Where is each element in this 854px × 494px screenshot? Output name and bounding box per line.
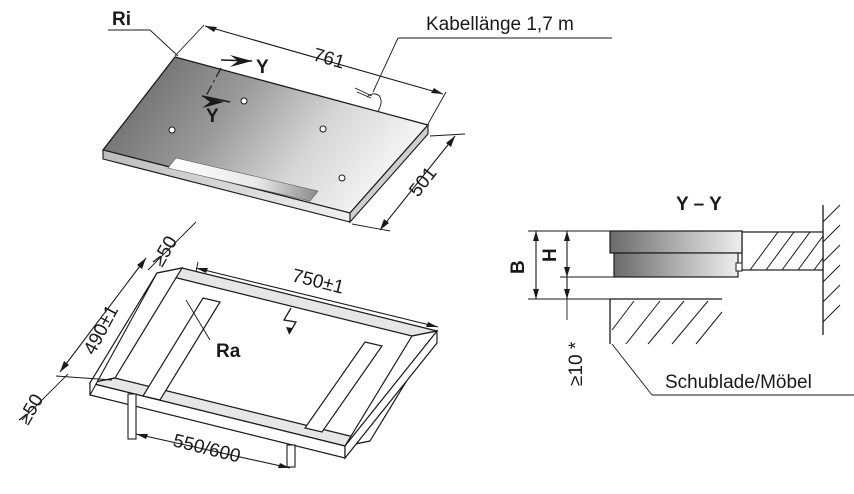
cooktop-right-edge — [349, 123, 429, 224]
dim-cabinet-width: 550/600 — [171, 430, 243, 467]
dim-clearance-front: ≥50 — [14, 391, 48, 429]
label-ra: Ra — [216, 341, 241, 362]
cabinet-leg-left — [127, 393, 137, 440]
drawer-furniture-label: Schublade/Möbel — [665, 372, 812, 393]
cabinet-leg-right — [286, 444, 296, 468]
section-title: Y – Y — [676, 194, 722, 215]
dim-height-b: B — [508, 260, 529, 274]
zone-marker-icon — [338, 174, 346, 182]
ra-leader — [185, 299, 211, 341]
dim-height-h: H — [540, 248, 561, 262]
dim-gap-below: ≥10 * — [566, 341, 587, 386]
cooktop-body-section — [613, 252, 739, 278]
ri-leader — [149, 29, 179, 57]
zone-marker-icon — [168, 126, 176, 134]
zone-marker-icon — [240, 97, 248, 105]
inner-panel-right — [304, 341, 383, 433]
section-marker-bottom: Y — [206, 106, 219, 127]
section-line — [205, 67, 222, 97]
cable-exit — [354, 87, 373, 99]
label-ri: Ri — [112, 9, 131, 30]
dim-depth: 501 — [405, 163, 441, 201]
section-marker-top: Y — [256, 57, 269, 78]
cable-icon — [366, 93, 382, 113]
inner-panel-left — [142, 297, 221, 401]
dim-line-cutout-width — [195, 267, 439, 328]
section-arrow-icon — [202, 96, 224, 108]
dim-line-depth — [379, 135, 456, 231]
frame-right-thickness — [344, 329, 438, 460]
dim-line-cutout-depth — [59, 257, 147, 373]
dim-line-cabinet — [135, 433, 291, 469]
drawer-leader — [611, 343, 653, 396]
cable-leader — [372, 37, 399, 93]
cutout-frame-drawing: ≥50 750±1 490±1 ≥50 Ra 550/600 — [14, 221, 439, 469]
thickness-arrow-icon — [282, 307, 298, 335]
dim-line-width — [204, 25, 444, 95]
dim-width: 761 — [311, 45, 347, 74]
zone-marker-icon — [319, 125, 327, 133]
control-strip — [167, 157, 319, 202]
cooktop-drawing: Y Y Ri 761 501 Kabellänge 1,7 m — [101, 9, 612, 232]
drawer-hatch — [611, 300, 723, 345]
wall-hatch — [822, 204, 841, 323]
cooktop-section — [609, 230, 743, 254]
section-view: Y – Y — [508, 194, 854, 396]
cable-length-label: Kabellänge 1,7 m — [426, 14, 574, 35]
dim-cutout-width: 750±1 — [290, 265, 346, 298]
